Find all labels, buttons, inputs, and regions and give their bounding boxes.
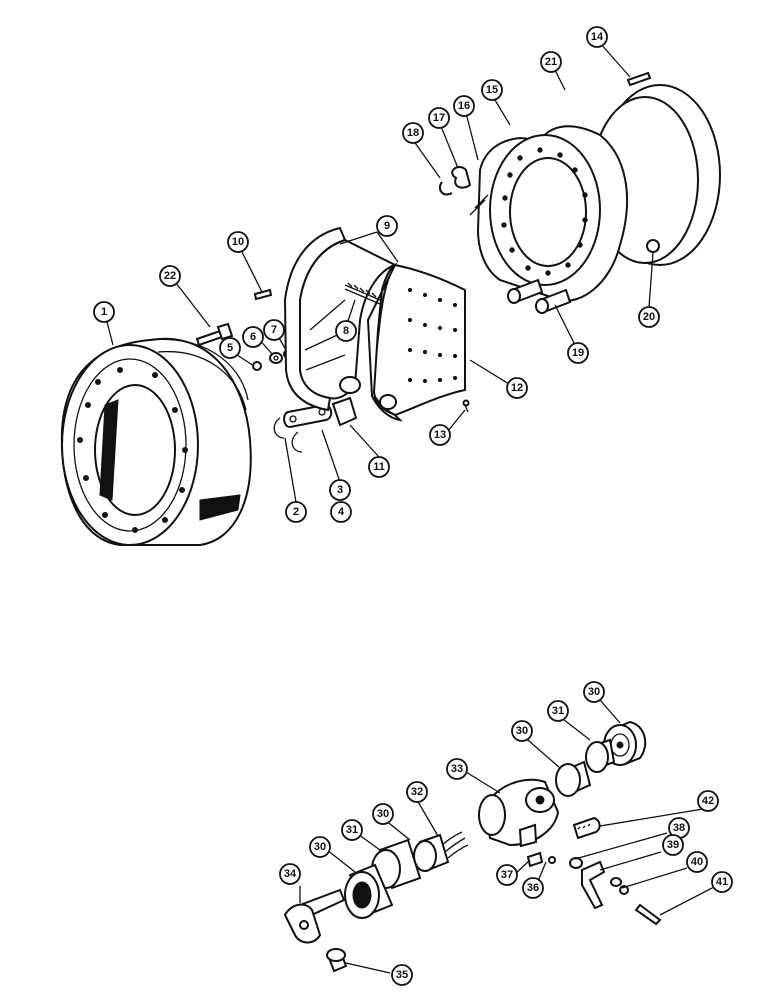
svg-text:17: 17 bbox=[433, 112, 445, 124]
svg-text:30: 30 bbox=[516, 725, 528, 737]
svg-text:41: 41 bbox=[716, 876, 728, 888]
callout-31-top: 31 bbox=[547, 700, 569, 722]
wheel-cylinder-callouts: 30 31 30 30 31 30 32 33 34 35 36 37 38 3… bbox=[279, 681, 733, 986]
svg-text:31: 31 bbox=[346, 824, 358, 836]
svg-text:10: 10 bbox=[232, 236, 244, 248]
callout-4: 4 bbox=[330, 501, 352, 523]
svg-text:30: 30 bbox=[314, 841, 326, 853]
callout-18: 18 bbox=[402, 122, 424, 144]
callout-9: 9 bbox=[376, 215, 398, 237]
svg-text:42: 42 bbox=[702, 795, 714, 807]
svg-text:30: 30 bbox=[377, 808, 389, 820]
callout-36: 36 bbox=[522, 877, 544, 899]
callout-13: 13 bbox=[429, 424, 451, 446]
svg-text:37: 37 bbox=[501, 869, 513, 881]
svg-text:36: 36 bbox=[527, 882, 539, 894]
svg-text:21: 21 bbox=[545, 56, 557, 68]
svg-text:19: 19 bbox=[572, 347, 584, 359]
callout-16: 16 bbox=[453, 95, 475, 117]
callout-12: 12 bbox=[506, 377, 528, 399]
svg-text:3: 3 bbox=[337, 484, 343, 496]
svg-text:31: 31 bbox=[552, 705, 564, 717]
svg-text:32: 32 bbox=[411, 786, 423, 798]
svg-text:12: 12 bbox=[511, 382, 523, 394]
svg-text:6: 6 bbox=[250, 331, 256, 343]
callout-39: 39 bbox=[662, 834, 684, 856]
svg-text:39: 39 bbox=[667, 839, 679, 851]
callout-6: 6 bbox=[242, 326, 264, 348]
callout-33: 33 bbox=[446, 758, 468, 780]
callout-34: 34 bbox=[279, 863, 301, 885]
callout-41: 41 bbox=[711, 871, 733, 893]
brake-drum bbox=[60, 337, 252, 546]
svg-text:18: 18 bbox=[407, 127, 419, 139]
callout-32: 32 bbox=[406, 781, 428, 803]
callout-37: 37 bbox=[496, 864, 518, 886]
callout-40: 40 bbox=[686, 851, 708, 873]
svg-text:16: 16 bbox=[458, 100, 470, 112]
callout-22: 22 bbox=[159, 265, 181, 287]
drum-assembly-callouts: 1 2 3 4 5 6 7 8 9 10 11 12 13 14 15 16 1… bbox=[93, 26, 660, 523]
callout-8: 8 bbox=[335, 320, 357, 342]
svg-text:11: 11 bbox=[373, 461, 385, 473]
svg-text:15: 15 bbox=[486, 84, 498, 96]
callout-31-left: 31 bbox=[341, 819, 363, 841]
callout-5: 5 bbox=[219, 337, 241, 359]
svg-text:33: 33 bbox=[451, 763, 463, 775]
callout-14: 14 bbox=[586, 26, 608, 48]
svg-text:40: 40 bbox=[691, 856, 703, 868]
callout-11: 11 bbox=[368, 456, 390, 478]
callout-30-bottom: 30 bbox=[309, 836, 331, 858]
callout-30-top: 30 bbox=[583, 681, 605, 703]
svg-text:35: 35 bbox=[396, 969, 408, 981]
callout-21: 21 bbox=[540, 51, 562, 73]
backing-plate bbox=[438, 71, 721, 314]
svg-text:2: 2 bbox=[293, 506, 299, 518]
svg-text:20: 20 bbox=[643, 311, 655, 323]
callout-35: 35 bbox=[391, 964, 413, 986]
svg-text:38: 38 bbox=[673, 822, 685, 834]
svg-text:8: 8 bbox=[343, 325, 349, 337]
svg-text:30: 30 bbox=[588, 686, 600, 698]
callout-7: 7 bbox=[263, 319, 285, 341]
callout-20: 20 bbox=[638, 306, 660, 328]
brake-shoes bbox=[283, 226, 470, 427]
callout-17: 17 bbox=[428, 107, 450, 129]
svg-text:7: 7 bbox=[271, 324, 277, 336]
svg-text:5: 5 bbox=[227, 342, 233, 354]
svg-text:14: 14 bbox=[591, 31, 604, 43]
callout-1: 1 bbox=[93, 301, 115, 323]
callout-2: 2 bbox=[285, 501, 307, 523]
callout-19: 19 bbox=[567, 342, 589, 364]
callout-15: 15 bbox=[481, 79, 503, 101]
svg-text:1: 1 bbox=[101, 306, 107, 318]
svg-text:4: 4 bbox=[338, 506, 345, 518]
svg-text:34: 34 bbox=[284, 868, 297, 880]
wheel-cylinder bbox=[283, 720, 662, 973]
callout-30-middle: 30 bbox=[511, 720, 533, 742]
callout-42: 42 bbox=[697, 790, 719, 812]
callout-30-left: 30 bbox=[372, 803, 394, 825]
callout-3: 3 bbox=[329, 479, 351, 501]
svg-text:22: 22 bbox=[164, 270, 176, 282]
callout-10: 10 bbox=[227, 231, 249, 253]
svg-text:13: 13 bbox=[434, 429, 446, 441]
callout-38: 38 bbox=[668, 817, 690, 839]
svg-text:9: 9 bbox=[384, 220, 390, 232]
